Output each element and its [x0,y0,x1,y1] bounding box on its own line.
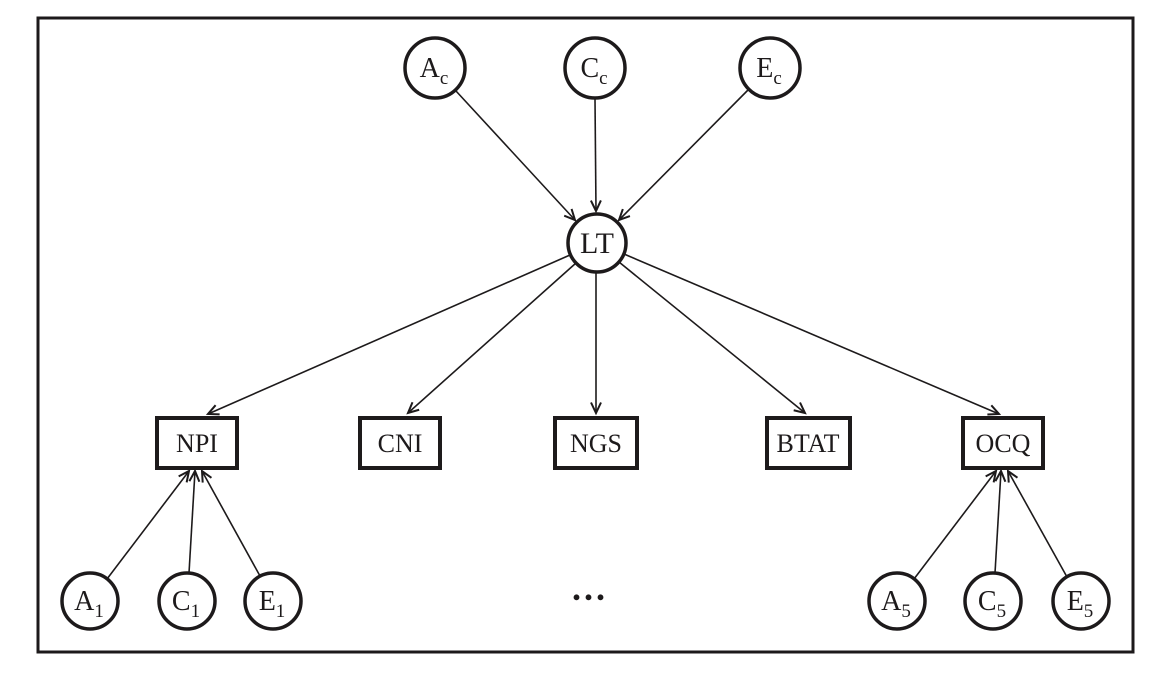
node-npi-box [155,416,239,470]
node-btat-box [765,416,852,470]
node-c1-label: C1 [172,586,200,622]
common-factor-nodes [403,36,802,100]
node-cni-label: CNI [378,429,423,458]
specific-factor-nodes-left [60,571,303,631]
edge-lt-npi [205,254,571,416]
node-e5-circle [1051,571,1111,631]
node-btat-label: BTAT [777,429,840,458]
node-c5-circle [963,571,1023,631]
node-ngs-label: NGS [570,429,622,458]
specific-factor-nodes-right [867,571,1111,631]
node-a5-label: A5 [881,586,911,622]
node-ac-circle [403,36,467,100]
node-cc-circle [563,36,627,100]
edge-ec-lt [617,89,749,222]
node-ocq-label: OCQ [976,429,1031,458]
edge-lt-btat [618,261,807,415]
edge-cc-lt [590,98,602,214]
edge-lt-ocq [623,253,1002,416]
edges-group [106,89,1068,580]
edge-lt-cni [406,262,577,415]
node-ngs-box [553,416,639,470]
node-npi-label: NPI [176,429,218,458]
node-cc-label: Cc [580,53,607,89]
node-a1-circle [60,571,120,631]
node-ocq-box [961,416,1045,470]
node-ac-label: Ac [420,53,449,89]
indicator-nodes [155,416,1045,470]
edge-e5-ocq [1006,468,1068,578]
node-lt-circle [566,212,628,274]
edge-c5-ocq [994,468,1007,574]
edge-a1-npi [106,469,191,580]
edge-c1-npi [188,468,201,574]
node-e1-label: E1 [259,586,286,622]
node-c5-label: C5 [978,586,1006,622]
edge-e1-npi [200,468,261,577]
node-c1-circle [157,571,217,631]
node-e1-circle [243,571,303,631]
node-ec-circle [738,36,802,100]
node-e5-label: E5 [1067,586,1094,622]
node-ec-label: Ec [756,53,782,89]
edge-ac-lt [455,90,577,222]
node-cni-box [358,416,442,470]
ellipsis-text: ... [572,568,608,608]
edge-a5-ocq [913,469,998,580]
figure-frame [36,16,1135,654]
node-a1-label: A1 [74,586,104,622]
node-a5-circle [867,571,927,631]
node-lt-label: LT [580,227,614,260]
